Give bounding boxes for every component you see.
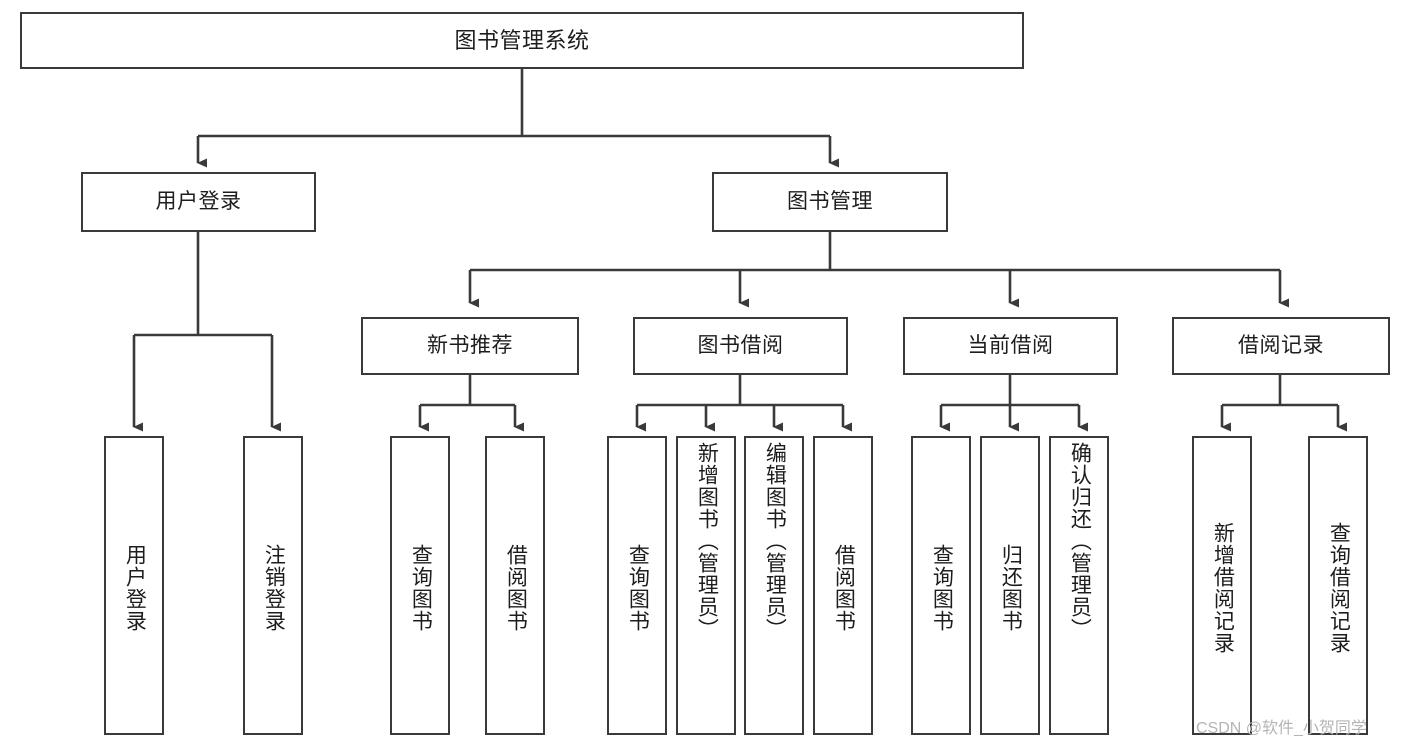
node-leaf-query-book-1-label: 查询图书 — [409, 543, 433, 632]
node-current-borrow[interactable]: 当前借阅 — [903, 317, 1118, 375]
node-root-label: 图书管理系统 — [454, 27, 590, 53]
node-leaf-query-book-2-label: 查询图书 — [626, 543, 650, 632]
node-leaf-logout-login-label: 注销登录 — [262, 543, 286, 632]
node-leaf-logout-login[interactable]: 注销登录 — [243, 436, 303, 735]
node-leaf-edit-book[interactable]: 编辑图书（管理员） — [744, 436, 804, 735]
node-current-borrow-label: 当前借阅 — [967, 333, 1054, 357]
node-leaf-borrow-book-1-label: 借阅图书 — [504, 543, 528, 632]
csdn-watermark: CSDN @软件_小贺同学 — [1196, 720, 1367, 737]
node-borrow-record-label: 借阅记录 — [1238, 333, 1324, 357]
node-leaf-add-book-label: 新增图书（管理员） — [695, 442, 719, 640]
node-leaf-query-book-3[interactable]: 查询图书 — [911, 436, 971, 735]
node-leaf-query-book-1[interactable]: 查询图书 — [390, 436, 450, 735]
node-leaf-return-book-label: 归还图书 — [999, 543, 1023, 632]
node-leaf-confirm-return[interactable]: 确认归还（管理员） — [1049, 436, 1109, 735]
node-new-book-recommend-label: 新书推荐 — [427, 333, 513, 357]
node-leaf-query-book-3-label: 查询图书 — [930, 543, 954, 632]
node-leaf-add-record-label: 新增借阅记录 — [1211, 521, 1235, 654]
node-leaf-borrow-book-2[interactable]: 借阅图书 — [813, 436, 873, 735]
node-leaf-user-login-label: 用户登录 — [123, 543, 147, 632]
node-book-management-label: 图书管理 — [787, 189, 873, 213]
node-leaf-add-book[interactable]: 新增图书（管理员） — [676, 436, 736, 735]
node-leaf-borrow-book-1[interactable]: 借阅图书 — [485, 436, 545, 735]
node-leaf-query-record-label: 查询借阅记录 — [1327, 521, 1351, 654]
node-user-login-label: 用户登录 — [155, 189, 242, 213]
node-leaf-edit-book-label: 编辑图书（管理员） — [763, 442, 787, 640]
node-leaf-add-record[interactable]: 新增借阅记录 — [1192, 436, 1252, 735]
node-leaf-user-login[interactable]: 用户登录 — [104, 436, 164, 735]
node-book-borrow[interactable]: 图书借阅 — [633, 317, 848, 375]
node-user-login[interactable]: 用户登录 — [81, 172, 316, 232]
node-leaf-confirm-return-label: 确认归还（管理员） — [1068, 442, 1092, 640]
node-new-book-recommend[interactable]: 新书推荐 — [361, 317, 579, 375]
node-leaf-query-book-2[interactable]: 查询图书 — [607, 436, 667, 735]
node-leaf-borrow-book-2-label: 借阅图书 — [832, 543, 856, 632]
node-book-borrow-label: 图书借阅 — [697, 333, 784, 357]
node-borrow-record[interactable]: 借阅记录 — [1172, 317, 1390, 375]
node-leaf-query-record[interactable]: 查询借阅记录 — [1308, 436, 1368, 735]
node-root[interactable]: 图书管理系统 — [20, 12, 1024, 69]
node-leaf-return-book[interactable]: 归还图书 — [980, 436, 1040, 735]
node-book-management[interactable]: 图书管理 — [712, 172, 948, 232]
